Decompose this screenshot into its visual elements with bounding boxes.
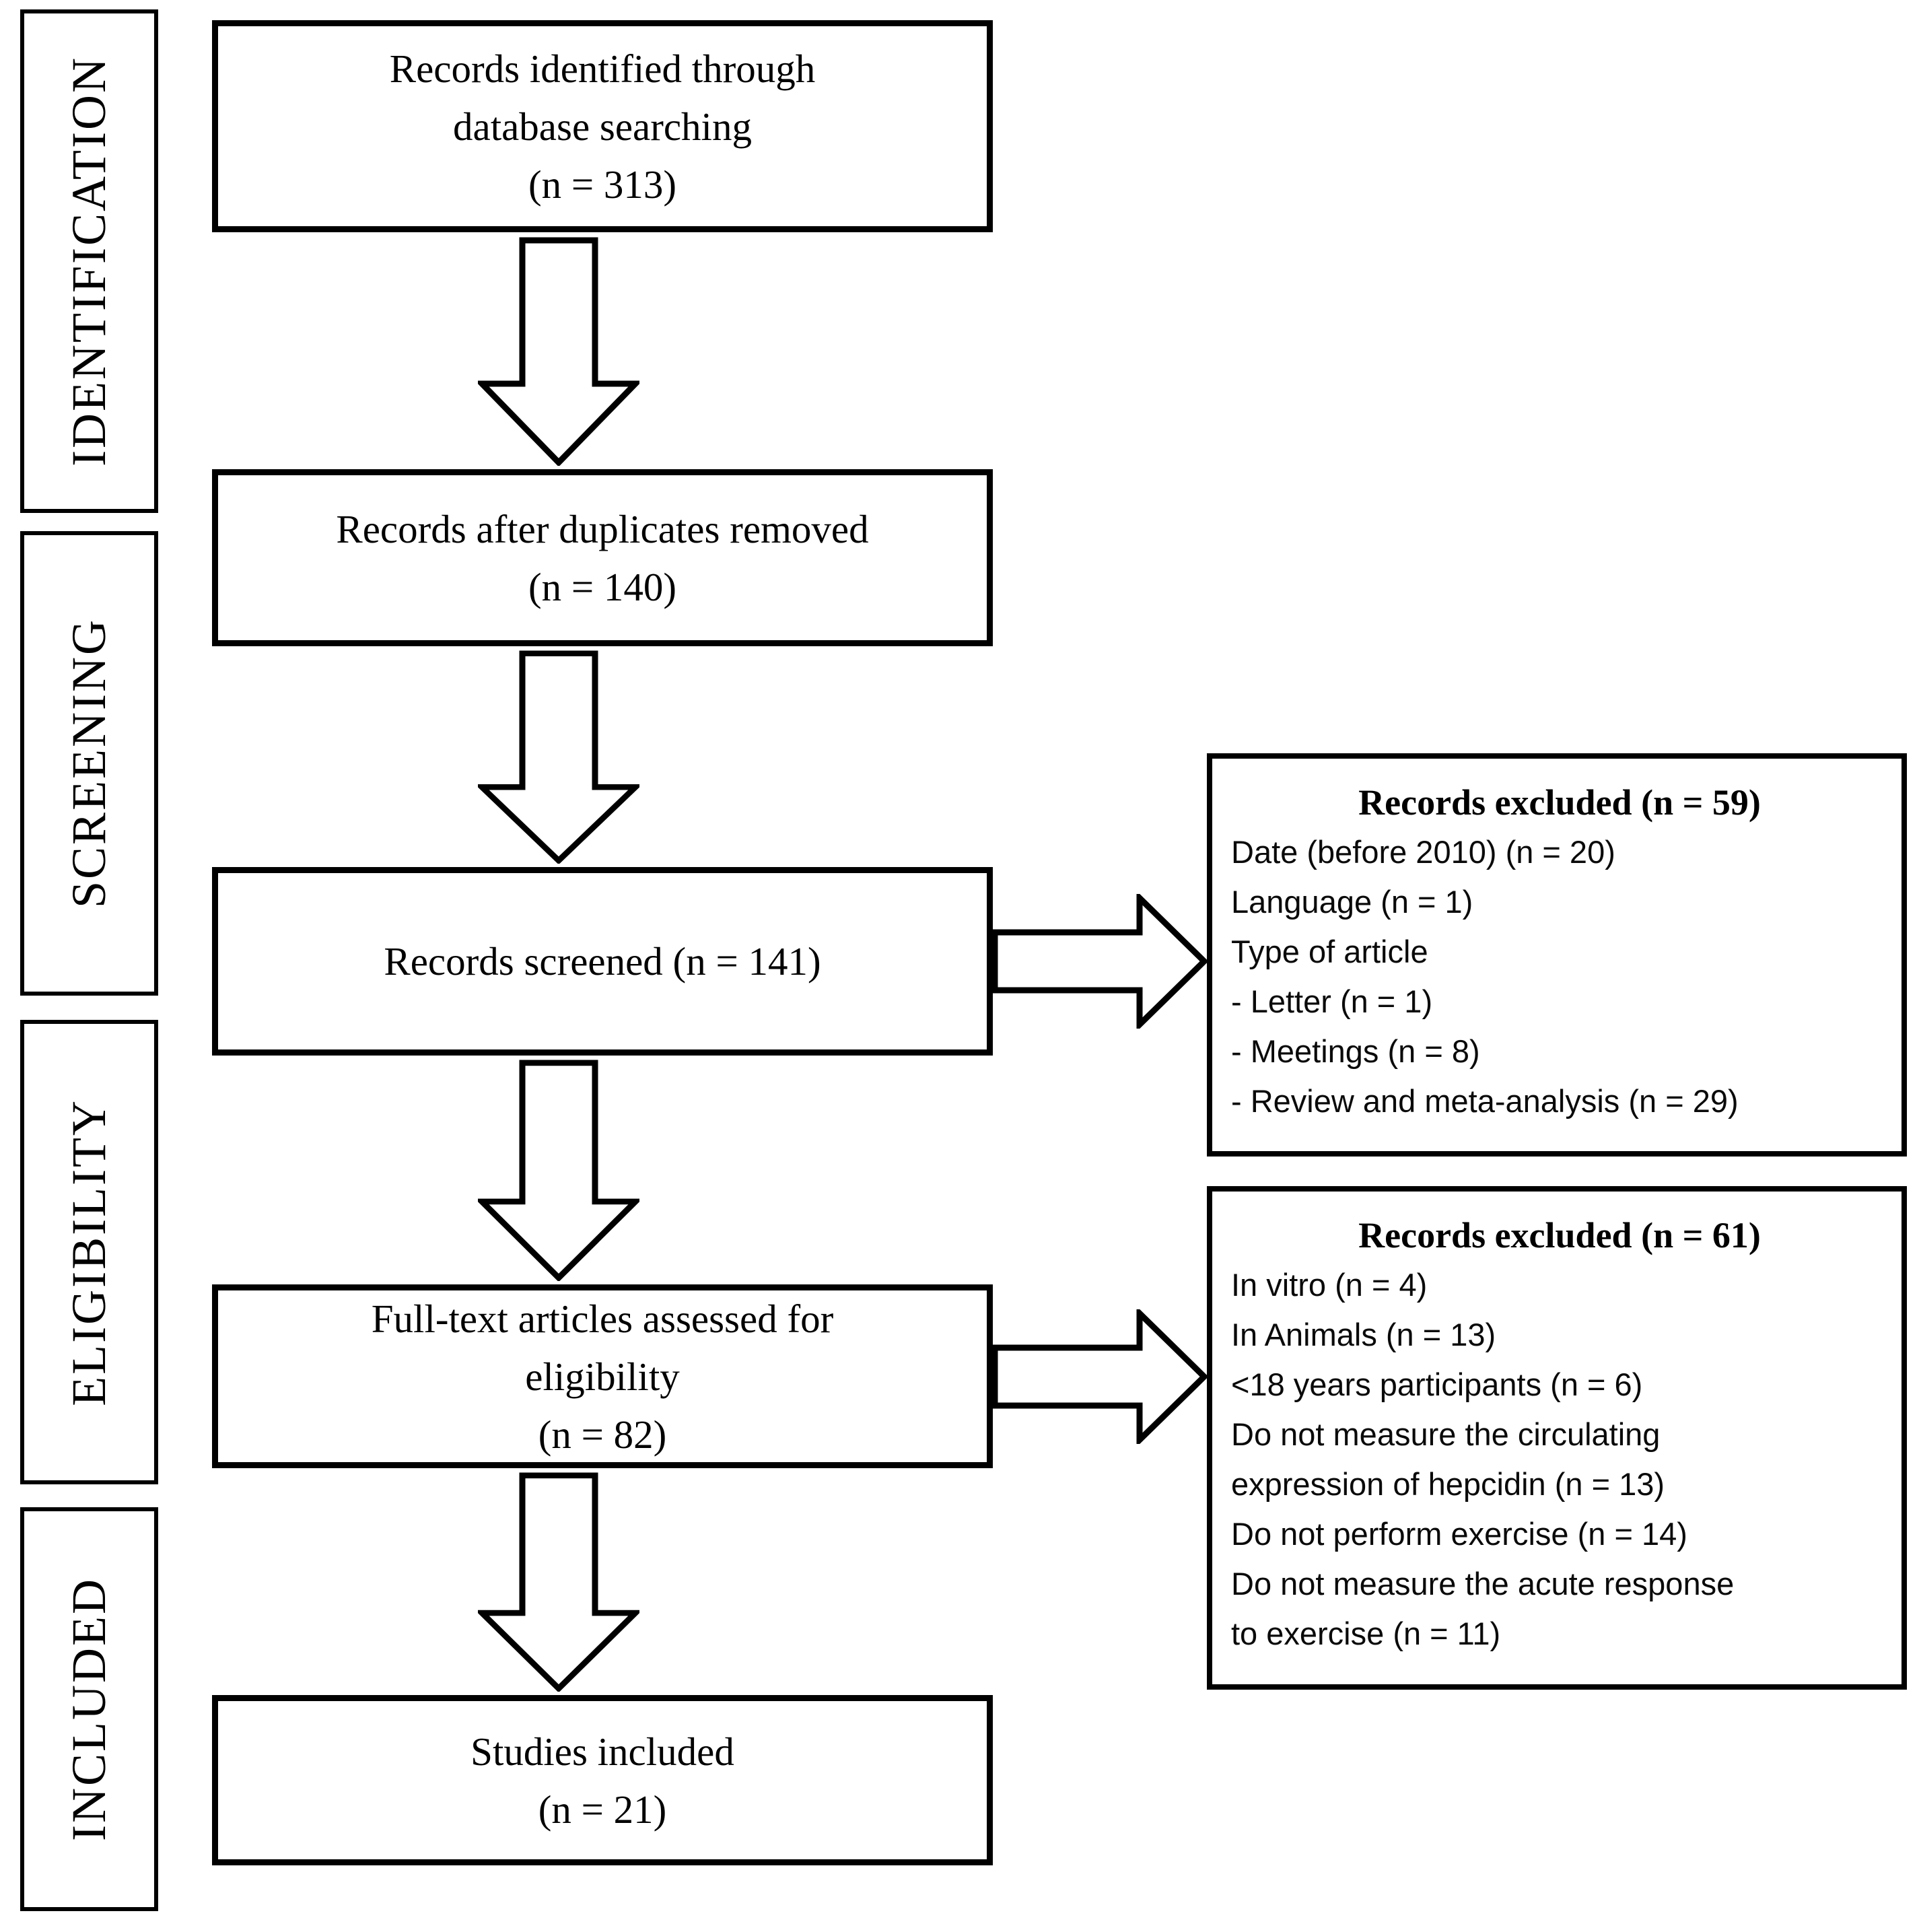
exclusion-item: - Review and meta-analysis (n = 29) (1231, 1083, 1739, 1119)
exclusion-item: - Letter (n = 1) (1231, 984, 1433, 1019)
box-text-line: database searching (453, 104, 752, 149)
exclusion-box-eligibility: Records excluded (n = 61) In vitro (n = … (1207, 1186, 1907, 1690)
flow-box-studies-included: Studies included (n = 21) (212, 1695, 993, 1865)
stage-box-identification: IDENTIFICATION (20, 9, 158, 513)
box-text-line: Full-text articles assessed for (371, 1296, 834, 1341)
flow-box-records-identified: Records identified through database sear… (212, 20, 993, 232)
exclusion-item: Language (n = 1) (1231, 884, 1473, 920)
stage-label-eligibility: ELIGIBILITY (62, 1098, 116, 1406)
stage-box-screening: SCREENING (20, 531, 158, 996)
exclusion-item: Do not measure the acute response to exe… (1231, 1566, 1735, 1651)
box-text-line: Studies included (470, 1729, 734, 1774)
box-text-line: Records after duplicates removed (336, 506, 869, 551)
stage-label-screening: SCREENING (62, 618, 116, 909)
exclusion-item: Do not measure the circulating expressio… (1231, 1416, 1665, 1502)
box-text-line: eligibility (525, 1354, 680, 1399)
box-text-line: (n = 313) (528, 162, 677, 207)
exclusion-item: - Meetings (n = 8) (1231, 1033, 1480, 1069)
flow-box-fulltext-assessed: Full-text articles assessed for eligibil… (212, 1284, 993, 1468)
down-arrow-screened-to-fulltext-icon (478, 1060, 639, 1281)
box-text-line: (n = 140) (528, 564, 677, 609)
stage-label-identification: IDENTIFICATION (62, 56, 116, 467)
exclusion-item: Do not perform exercise (n = 14) (1231, 1516, 1687, 1552)
exclusion-box-screening: Records excluded (n = 59) Date (before 2… (1207, 753, 1907, 1157)
right-arrow-screened-to-excluded-icon (991, 894, 1208, 1029)
flow-box-duplicates-removed: Records after duplicates removed (n = 14… (212, 469, 993, 646)
exclusion-item: Type of article (1231, 934, 1428, 969)
exclusion-title: Records excluded (n = 61) (1358, 1215, 1761, 1255)
stage-box-eligibility: ELIGIBILITY (20, 1020, 158, 1484)
stage-box-included: INCLUDED (20, 1507, 158, 1911)
exclusion-item: In Animals (n = 13) (1231, 1317, 1496, 1352)
stage-label-included: INCLUDED (62, 1577, 116, 1841)
box-text-line: (n = 82) (538, 1412, 667, 1457)
exclusion-item: Date (before 2010) (n = 20) (1231, 834, 1615, 870)
box-text-line: Records screened (n = 141) (384, 939, 821, 984)
box-text-line: (n = 21) (538, 1787, 667, 1832)
exclusion-item: <18 years participants (n = 6) (1231, 1367, 1643, 1402)
right-arrow-fulltext-to-excluded-icon (991, 1309, 1208, 1444)
down-arrow-fulltext-to-included-icon (478, 1472, 639, 1692)
down-arrow-identified-to-duplicates-icon (478, 237, 639, 466)
box-text-line: Records identified through (389, 46, 816, 91)
down-arrow-duplicates-to-screened-icon (478, 650, 639, 864)
exclusion-title: Records excluded (n = 59) (1358, 782, 1761, 823)
flow-box-records-screened: Records screened (n = 141) (212, 867, 993, 1056)
exclusion-item: In vitro (n = 4) (1231, 1267, 1428, 1303)
